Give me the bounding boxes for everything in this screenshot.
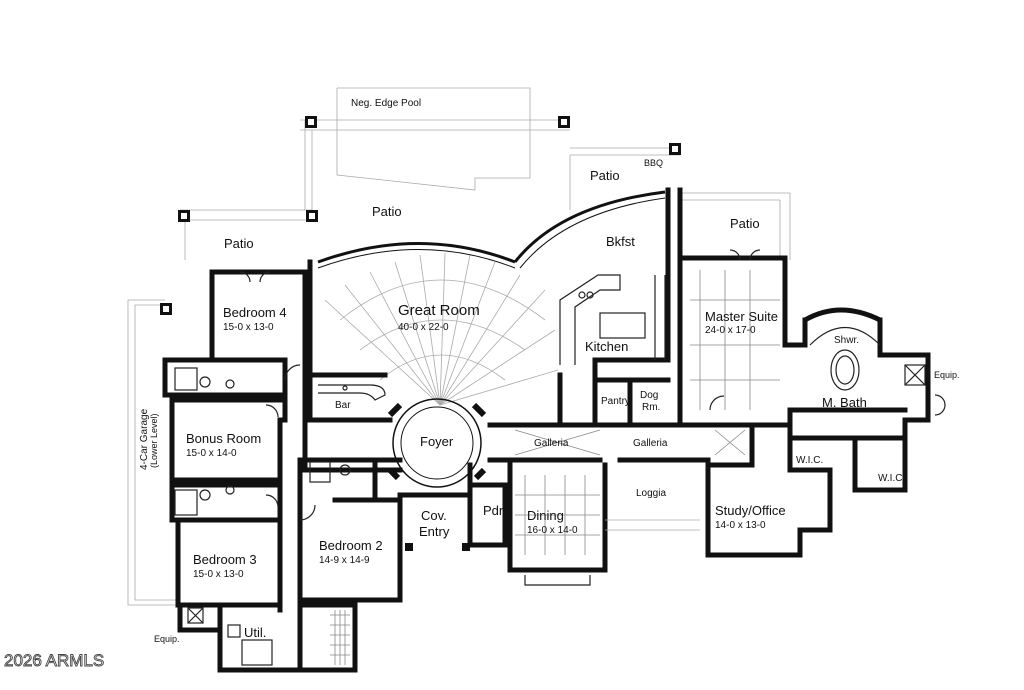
columns [160, 116, 681, 315]
study-dimensions: 14-0 x 13-0 [715, 520, 766, 531]
room-labels: Neg. Edge Pool BBQ Patio Patio Patio Pat… [139, 98, 960, 644]
bar-counter [318, 384, 386, 401]
equip-right-label: Equip. [934, 370, 960, 380]
dining-label: Dining [527, 508, 564, 523]
patio-outlines [180, 119, 791, 260]
pool-outline [336, 87, 531, 191]
study-label: Study/Office [715, 503, 786, 518]
foyer-rotunda [387, 398, 487, 488]
patio-center-label: Patio [372, 204, 402, 219]
entry-columns [405, 543, 470, 551]
bedroom3-dimensions: 15-0 x 13-0 [193, 569, 244, 580]
bath-fixtures-left [174, 367, 351, 666]
bedroom2-dimensions: 14-9 x 14-9 [319, 555, 370, 566]
kitchen-fixtures [559, 274, 666, 365]
bedroom2-label: Bedroom 2 [319, 538, 383, 553]
patio-right-label: Patio [730, 216, 760, 231]
great-room-label: Great Room [398, 302, 480, 319]
galleria-beams [514, 429, 746, 456]
bonus-room-dimensions: 15-0 x 14-0 [186, 448, 237, 459]
watermark: 2026 ARMLS [4, 651, 104, 670]
great-room-rays [324, 252, 559, 406]
patio-left-label: Patio [224, 236, 254, 251]
bedroom4-dimensions: 15-0 x 13-0 [223, 322, 274, 333]
dog-room-label-line2: Rm. [642, 402, 660, 413]
galleria-right-label: Galleria [633, 438, 668, 449]
bonus-room-label: Bonus Room [186, 431, 261, 446]
cov-entry-label-line2: Entry [419, 524, 450, 539]
master-suite-label: Master Suite [705, 309, 778, 324]
pantry-label: Pantry [601, 396, 630, 407]
bbq-label: BBQ [644, 158, 663, 168]
wic-2-label: W.I.C. [878, 473, 905, 484]
cov-entry-label-line1: Cov. [421, 508, 447, 523]
loggia-outline [605, 519, 700, 531]
garage-label-line2: (Lower Level) [149, 413, 159, 468]
galleria-left-label: Galleria [534, 438, 569, 449]
garage-outline [127, 299, 180, 606]
bedroom3-label: Bedroom 3 [193, 552, 257, 567]
loggia-label: Loggia [636, 488, 666, 499]
door-swings [239, 249, 946, 521]
master-bath-fixtures [809, 326, 926, 391]
patio-bkfst-label: Patio [590, 168, 620, 183]
pool-label: Neg. Edge Pool [351, 98, 421, 109]
stairs [330, 610, 350, 665]
dog-room-label-line1: Dog [640, 390, 658, 401]
utility-label: Util. [244, 625, 266, 640]
master-bath-label: M. Bath [822, 395, 867, 410]
walls [162, 187, 931, 673]
shower-label: Shwr. [834, 335, 859, 346]
great-room-dimensions: 40-0 x 22-0 [398, 322, 449, 333]
bkfst-label: Bkfst [606, 234, 635, 249]
equip-left-label: Equip. [154, 634, 180, 644]
bedroom4-label: Bedroom 4 [223, 305, 287, 320]
foyer-label: Foyer [420, 434, 454, 449]
wic-1-label: W.I.C. [796, 455, 823, 466]
master-suite-grid [690, 270, 780, 410]
powder-label: Pdr. [483, 503, 506, 518]
great-room-window-wall [317, 190, 666, 269]
dining-grid [515, 475, 600, 586]
bar-label: Bar [335, 400, 351, 411]
kitchen-label: Kitchen [585, 339, 628, 354]
master-suite-dimensions: 24-0 x 17-0 [705, 325, 756, 336]
garage-label-line1: 4-Car Garage [139, 408, 150, 470]
dining-dimensions: 16-0 x 14-0 [527, 525, 578, 536]
